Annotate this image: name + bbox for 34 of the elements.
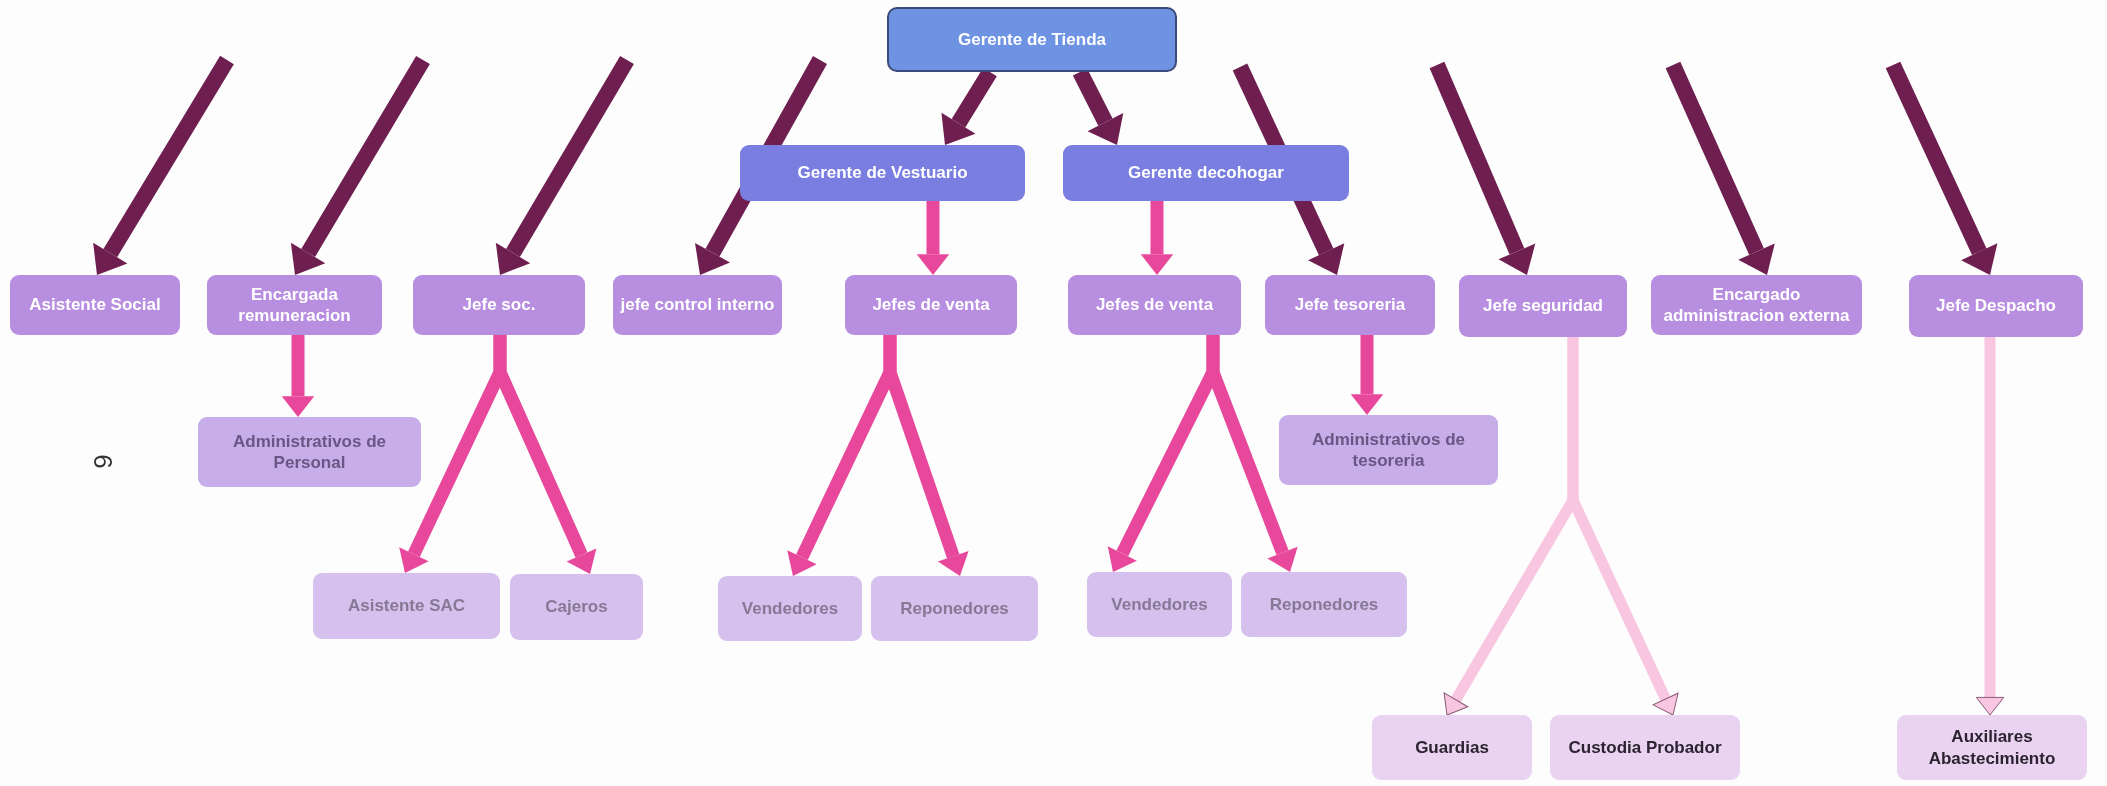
position-box: Auxiliares Abastecimiento <box>1897 715 2087 780</box>
position-box: Jefe tesoreria <box>1265 275 1435 335</box>
position-box: Administrativos de Personal <box>198 417 421 487</box>
position-box: Cajeros <box>510 574 643 640</box>
manager-box: Gerente de Tienda <box>887 7 1177 72</box>
arrow <box>1567 337 1679 718</box>
position-box: Jefes de venta <box>1068 275 1241 335</box>
manager-box: Gerente de Vestuario <box>740 145 1025 201</box>
arrow <box>1140 201 1174 275</box>
position-box: Encargado administracion externa <box>1651 275 1862 335</box>
position-box: Asistente Social <box>10 275 180 335</box>
arrow <box>916 201 950 275</box>
position-box: Reponedores <box>1241 572 1407 637</box>
page-number: 6 <box>86 454 118 469</box>
arrow <box>1206 335 1298 575</box>
position-box: Jefe seguridad <box>1459 275 1627 337</box>
arrow <box>883 335 969 579</box>
position-box: Asistente SAC <box>313 573 500 639</box>
position-box: Jefes de venta <box>845 275 1017 335</box>
arrow <box>281 335 315 417</box>
position-box: Reponedores <box>871 576 1038 641</box>
position-box: Jefe Despacho <box>1909 275 2083 337</box>
position-box: Administrativos de tesoreria <box>1279 415 1498 485</box>
position-box: Custodia Probador <box>1550 715 1740 780</box>
position-box: jefe control interno <box>613 275 782 335</box>
position-box: Vendedores <box>718 576 862 641</box>
manager-box: Gerente decohogar <box>1063 145 1349 201</box>
arrow <box>1975 337 2005 716</box>
arrow <box>1350 335 1384 415</box>
arrow <box>493 335 597 577</box>
position-box: Vendedores <box>1087 572 1232 637</box>
position-box: Encargada remuneracion <box>207 275 382 335</box>
position-box: Guardias <box>1372 715 1532 780</box>
position-box: Jefe soc. <box>413 275 585 335</box>
